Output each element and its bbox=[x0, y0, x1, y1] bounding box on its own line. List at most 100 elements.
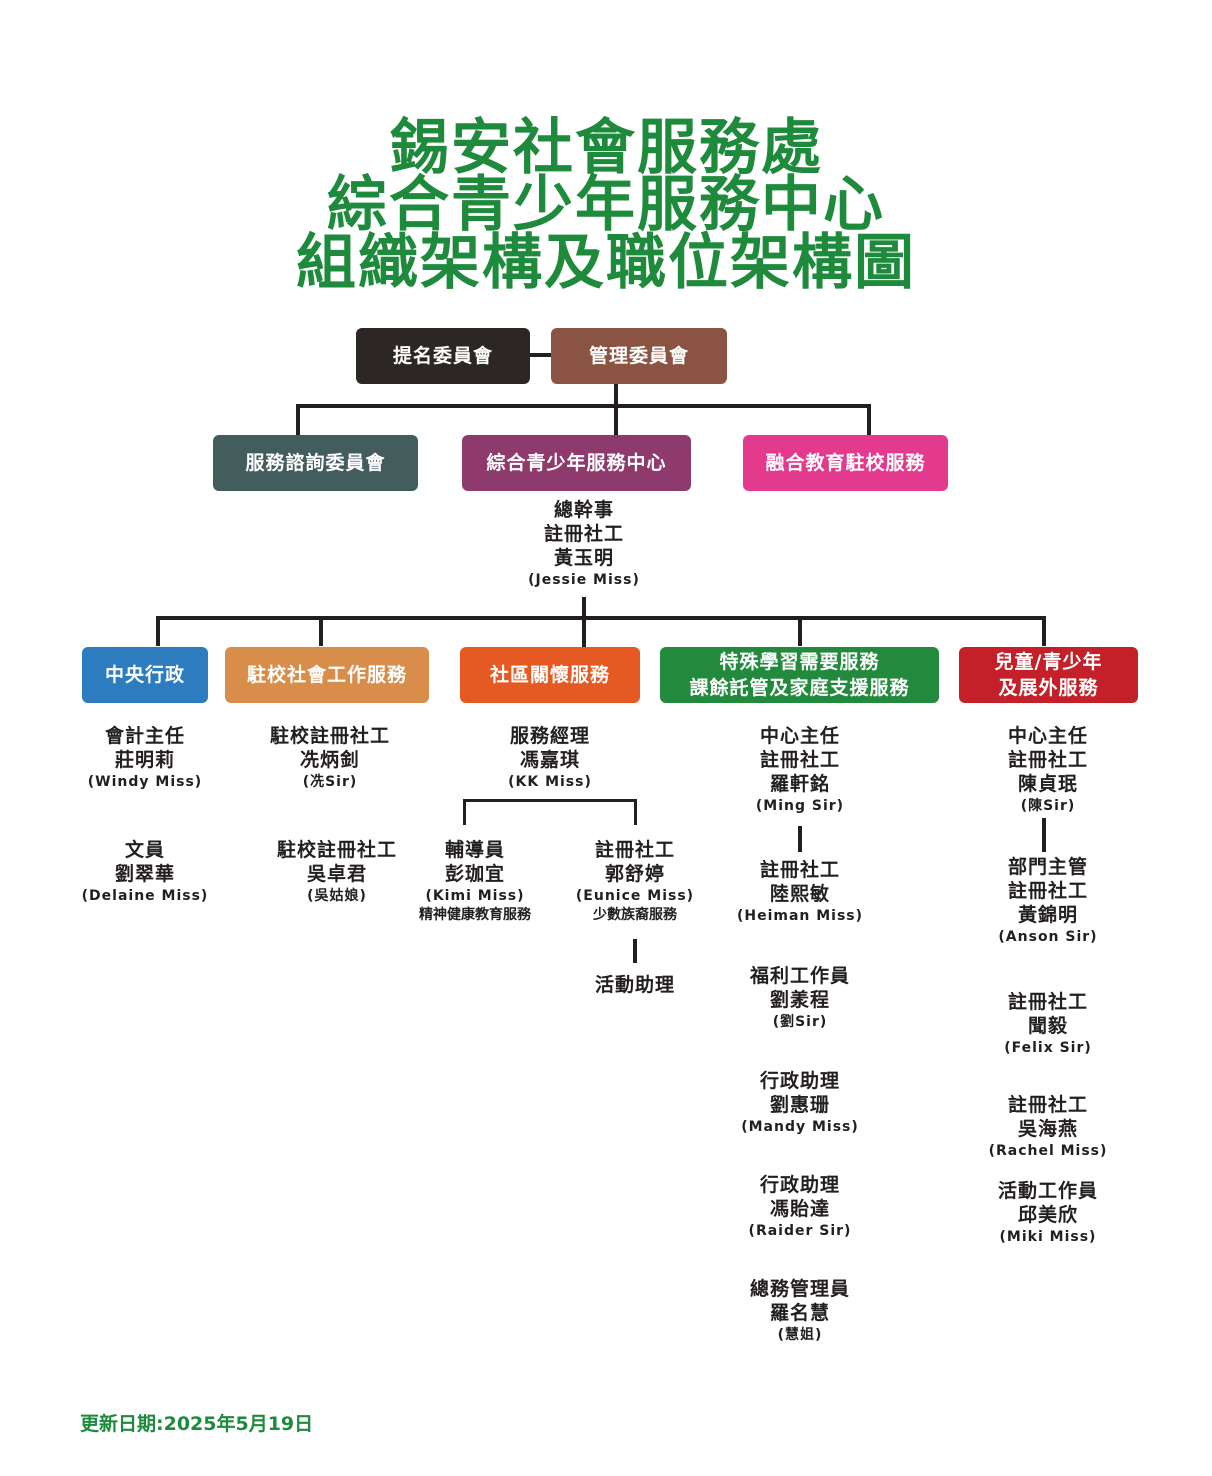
staff-card: 輔導員 彭珈宜 (Kimi Miss) 精神健康教育服務 bbox=[394, 838, 556, 924]
connector-tier2-horizontal bbox=[296, 404, 871, 408]
staff-english-name: (Rachel Miss) bbox=[988, 1143, 1108, 1159]
staff-card: 駐校註冊社工 吳卓君 (吳姑娘) bbox=[253, 838, 421, 906]
staff-english-name: (Windy Miss) bbox=[87, 774, 203, 790]
staff-name: 彭珈宜 bbox=[444, 863, 505, 885]
staff-name: 馮貽達 bbox=[769, 1198, 830, 1220]
staff-english-name: (Mandy Miss) bbox=[741, 1119, 859, 1135]
staff-english-name: (Miki Miss) bbox=[999, 1229, 1097, 1245]
staff-title: 註冊社工 bbox=[1007, 749, 1088, 771]
staff-name: 羅名慧 bbox=[769, 1302, 830, 1324]
connector-management-down bbox=[614, 384, 618, 408]
central-admin-box[interactable]: 中央行政 bbox=[82, 647, 208, 703]
staff-name: 劉羕程 bbox=[769, 989, 830, 1011]
staff-name: 馮嘉琪 bbox=[519, 749, 580, 771]
youth-centre-box[interactable]: 綜合青少年服務中心 bbox=[462, 435, 691, 491]
staff-card: 行政助理 馮貽達 (Raider Sir) bbox=[720, 1173, 880, 1241]
staff-service-note: 精神健康教育服務 bbox=[419, 907, 531, 923]
community-care-box[interactable]: 社區關懷服務 bbox=[460, 647, 640, 703]
connector-community-split bbox=[463, 799, 637, 802]
connector-inclusive-drop bbox=[867, 404, 871, 436]
staff-card: 福利工作員 劉羕程 (劉Sir) bbox=[720, 964, 880, 1032]
supervisor-role: 總幹事 bbox=[553, 499, 614, 521]
staff-role: 行政助理 bbox=[759, 1070, 840, 1092]
staff-role: 輔導員 bbox=[444, 839, 505, 861]
inclusive-education-box[interactable]: 融合教育駐校服務 bbox=[743, 435, 948, 491]
staff-role: 註冊社工 bbox=[1007, 1094, 1088, 1116]
staff-card: 駐校註冊社工 冼炳釗 (冼Sir) bbox=[246, 724, 414, 792]
staff-role: 會計主任 bbox=[104, 725, 185, 747]
staff-role: 活動助理 bbox=[594, 974, 675, 996]
connector-special-staff bbox=[798, 826, 802, 852]
staff-name: 劉翠華 bbox=[114, 863, 175, 885]
management-committee-box[interactable]: 管理委員會 bbox=[551, 328, 727, 384]
supervisor-title: 註冊社工 bbox=[543, 523, 624, 545]
special-learning-label-2: 課餘託管及家庭支援服務 bbox=[689, 677, 910, 699]
staff-english-name: (Kimi Miss) bbox=[425, 888, 525, 904]
staff-card: 註冊社工 陸熙敏 (Heiman Miss) bbox=[720, 858, 880, 926]
staff-role: 註冊社工 bbox=[594, 839, 675, 861]
advisory-committee-box[interactable]: 服務諮詢委員會 bbox=[213, 435, 418, 491]
school-social-work-box[interactable]: 駐校社會工作服務 bbox=[225, 647, 429, 703]
staff-card: 註冊社工 郭舒婷 (Eunice Miss) 少數族裔服務 bbox=[560, 838, 710, 924]
staff-role: 註冊社工 bbox=[1007, 991, 1088, 1013]
staff-card: 文員 劉翠華 (Delaine Miss) bbox=[65, 838, 225, 906]
staff-english-name: (劉Sir) bbox=[772, 1014, 828, 1030]
staff-card: 註冊社工 吳海燕 (Rachel Miss) bbox=[968, 1093, 1128, 1161]
staff-name: 劉惠珊 bbox=[769, 1094, 830, 1116]
staff-card: 中心主任 註冊社工 羅軒銘 (Ming Sir) bbox=[720, 724, 880, 816]
staff-english-name: (吳姑娘) bbox=[307, 888, 367, 904]
special-learning-label-1: 特殊學習需要服務 bbox=[719, 651, 880, 673]
children-youth-box[interactable]: 兒童/青少年 及展外服務 bbox=[959, 647, 1138, 703]
staff-english-name: (陳Sir) bbox=[1020, 798, 1076, 814]
connector-tier3-horizontal bbox=[156, 616, 1046, 620]
staff-english-name: (Ming Sir) bbox=[755, 798, 845, 814]
staff-card: 中心主任 註冊社工 陳貞珉 (陳Sir) bbox=[968, 724, 1128, 816]
connector-committees bbox=[528, 353, 552, 357]
staff-role: 服務經理 bbox=[509, 725, 590, 747]
nomination-committee-box[interactable]: 提名委員會 bbox=[356, 328, 530, 384]
staff-card: 服務經理 馮嘉琪 (KK Miss) bbox=[470, 724, 630, 792]
connector-special-drop bbox=[798, 616, 802, 646]
staff-title: 註冊社工 bbox=[759, 749, 840, 771]
connector-community-left bbox=[463, 799, 466, 825]
staff-role: 駐校註冊社工 bbox=[269, 725, 390, 747]
staff-name: 黃錦明 bbox=[1017, 904, 1078, 926]
children-youth-label-2: 及展外服務 bbox=[998, 677, 1099, 699]
connector-centre-drop bbox=[614, 404, 618, 436]
staff-card: 部門主管 註冊社工 黃錦明 (Anson Sir) bbox=[968, 855, 1128, 947]
staff-name: 聞毅 bbox=[1027, 1015, 1068, 1037]
staff-english-name: (Anson Sir) bbox=[998, 929, 1098, 945]
staff-role: 行政助理 bbox=[759, 1174, 840, 1196]
staff-name: 冼炳釗 bbox=[299, 749, 360, 771]
staff-english-name: (Felix Sir) bbox=[1004, 1040, 1092, 1056]
staff-english-name: (Heiman Miss) bbox=[736, 908, 864, 924]
staff-english-name: (KK Miss) bbox=[508, 774, 592, 790]
special-learning-box[interactable]: 特殊學習需要服務 課餘託管及家庭支援服務 bbox=[660, 647, 939, 703]
staff-english-name: (慧姐) bbox=[777, 1327, 823, 1343]
staff-english-name: (Delaine Miss) bbox=[81, 888, 209, 904]
staff-role: 部門主管 bbox=[1007, 856, 1088, 878]
staff-role: 總務管理員 bbox=[749, 1278, 850, 1300]
connector-advisory-drop bbox=[296, 404, 300, 436]
staff-role: 中心主任 bbox=[1007, 725, 1088, 747]
staff-card: 活動助理 bbox=[570, 973, 700, 997]
staff-card: 總務管理員 羅名慧 (慧姐) bbox=[720, 1277, 880, 1345]
staff-english-name: (Eunice Miss) bbox=[575, 888, 695, 904]
chart-title-line-2: 綜合青少年服務中心 bbox=[327, 170, 885, 240]
staff-english-name: (Raider Sir) bbox=[748, 1223, 852, 1239]
staff-name: 郭舒婷 bbox=[604, 863, 665, 885]
staff-role: 駐校註冊社工 bbox=[276, 839, 397, 861]
staff-name: 邱美欣 bbox=[1017, 1204, 1078, 1226]
staff-role: 活動工作員 bbox=[997, 1180, 1098, 1202]
update-date: 更新日期:2025年5月19日 bbox=[80, 1413, 314, 1435]
staff-name: 吳卓君 bbox=[306, 863, 367, 885]
children-youth-label-1: 兒童/青少年 bbox=[994, 651, 1103, 673]
connector-community-assistant bbox=[633, 939, 637, 963]
chart-title-line-3: 組織架構及職位架構圖 bbox=[296, 228, 916, 298]
staff-name: 陳貞珉 bbox=[1017, 773, 1078, 795]
staff-role: 中心主任 bbox=[759, 725, 840, 747]
chart-title-line-1: 錫安社會服務處 bbox=[389, 113, 823, 183]
staff-role: 註冊社工 bbox=[759, 859, 840, 881]
supervisor-card: 總幹事 註冊社工 黃玉明 (Jessie Miss) bbox=[490, 498, 678, 590]
staff-role: 福利工作員 bbox=[749, 965, 850, 987]
